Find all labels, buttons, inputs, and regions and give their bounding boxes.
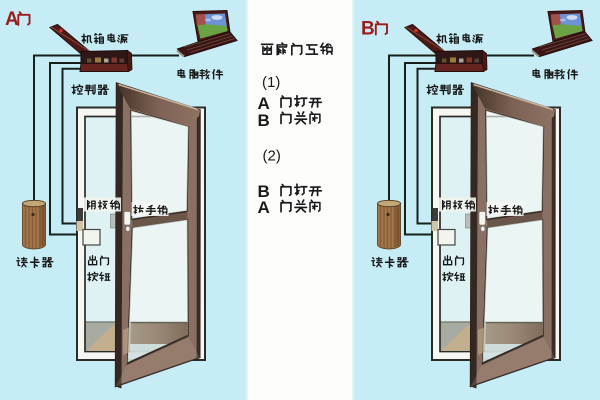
svg-text:B: B [258, 111, 270, 130]
svg-text:B: B [361, 19, 375, 40]
svg-text:A: A [5, 9, 19, 30]
svg-text:A: A [258, 94, 270, 113]
svg-text:(1): (1) [262, 74, 280, 91]
svg-text:(2): (2) [263, 148, 281, 165]
svg-text:A: A [258, 198, 270, 217]
svg-text:B: B [258, 182, 270, 201]
